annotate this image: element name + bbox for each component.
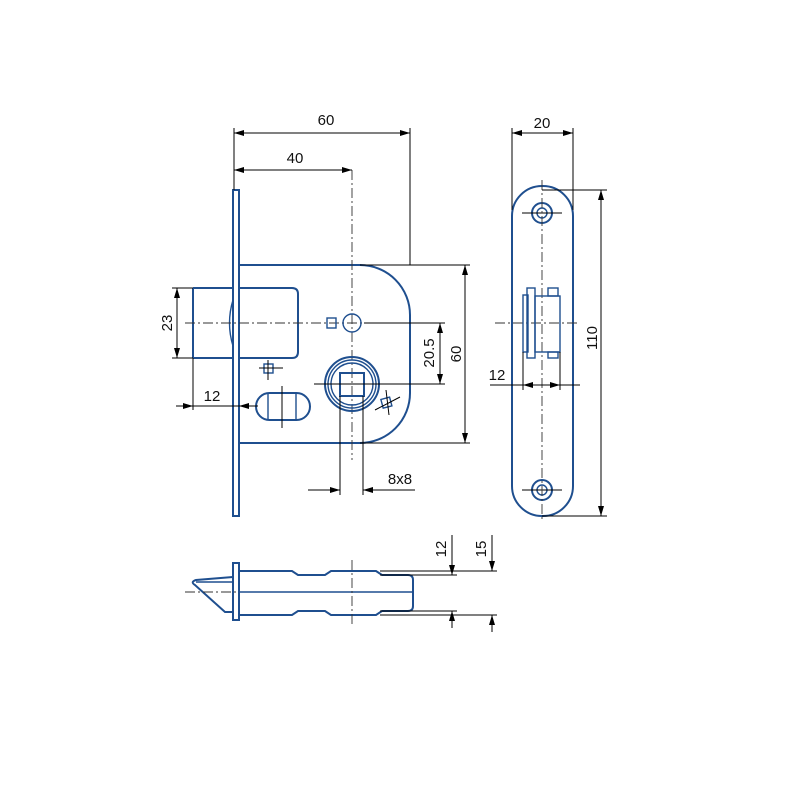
dim-20: 20 (534, 115, 551, 132)
side-view: 12 20 110 (489, 115, 607, 522)
lock-body (239, 264, 411, 444)
faceplate (232, 189, 240, 517)
dim-23-latch: 23 (159, 315, 176, 332)
latch-top (191, 576, 234, 613)
pin-hole (342, 313, 362, 333)
dim-40-backset: 40 (287, 150, 304, 167)
latch-face (522, 287, 561, 359)
screw-hole-square (326, 317, 337, 329)
dim-12-side: 12 (489, 367, 506, 384)
dim-12-top: 12 (433, 541, 450, 558)
dim-8x8: 8x8 (388, 471, 412, 488)
dim-60-backset-total: 60 (318, 112, 335, 129)
dim-15-top: 15 (473, 541, 490, 558)
faceplate-side (511, 185, 574, 517)
dim-60-body: 60 (448, 346, 465, 363)
screw-rotated-cross-b (385, 389, 390, 416)
slot-inner-lines (267, 394, 297, 419)
front-view: 60 40 23 12 20.5 60 8x8 (159, 112, 470, 517)
dim-110: 110 (584, 326, 601, 350)
top-view: 12 15 (185, 535, 497, 632)
dim-20-5: 20.5 (421, 338, 438, 367)
dim-12-latch: 12 (204, 388, 221, 405)
faceplate-top (232, 562, 240, 621)
slot (255, 392, 311, 421)
body-top (239, 570, 414, 616)
